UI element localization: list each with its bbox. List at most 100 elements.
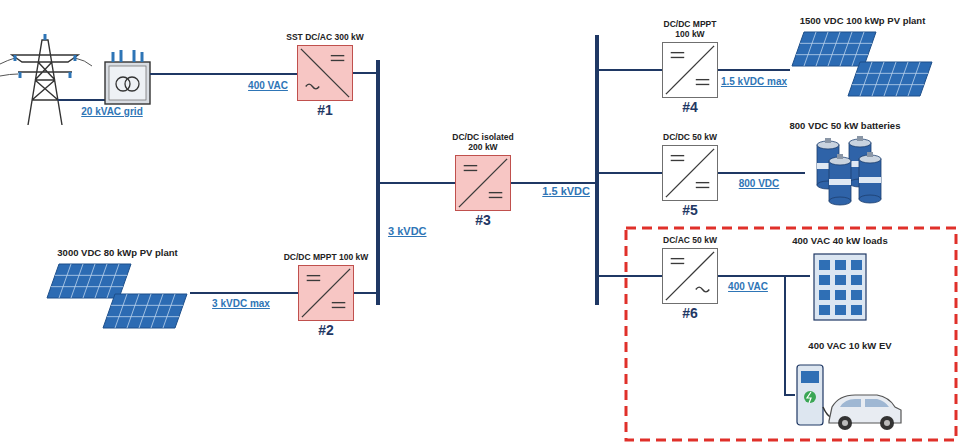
drawing-stroke [331, 60, 345, 61]
drawing-stroke [301, 49, 349, 97]
drawing-stroke [671, 258, 685, 259]
callout-number: #5 [682, 202, 698, 218]
power-line [511, 182, 595, 184]
drawing-stroke [51, 286, 123, 287]
drawing-stroke [696, 79, 710, 80]
callout-number: #2 [318, 322, 334, 338]
drawing-stroke [671, 57, 685, 58]
drawing-stroke [829, 161, 851, 201]
converter-box: DC/DC 50 kW#5 [662, 145, 718, 201]
drawing-stroke [55, 275, 127, 276]
drawing-stroke [852, 32, 864, 66]
drawing-stroke [83, 264, 95, 298]
drawing-stroke [797, 365, 823, 425]
callout-number: #6 [682, 305, 698, 321]
drawing-stroke [489, 192, 503, 193]
node-label: DC/AC 50 kW [663, 236, 717, 246]
drawing-stroke [825, 138, 831, 143]
drawing-stroke [867, 152, 873, 157]
drawing-stroke [790, 30, 935, 98]
node-label: DC/DC MPPT 100 kW [284, 253, 369, 263]
drawing-stroke [848, 62, 932, 96]
drawing-stroke [332, 307, 346, 308]
drawing-stroke [795, 355, 905, 435]
drawing-stroke [819, 305, 830, 315]
drawing-stroke [663, 146, 717, 200]
drawing-stroke [671, 160, 685, 161]
drawing-stroke [696, 287, 710, 292]
drawing-stroke [14, 55, 17, 61]
drawing-stroke [663, 43, 717, 97]
power-line [353, 72, 376, 74]
drawing-stroke [859, 195, 881, 203]
power-line [599, 172, 662, 174]
drawing-stroke [851, 305, 862, 315]
drawing-stroke [19, 72, 22, 78]
node-label: 400 VAC 10 kW EV [808, 341, 891, 352]
drawing-stroke [796, 54, 868, 55]
drawing-stroke [872, 62, 884, 96]
drawing-stroke [115, 294, 127, 328]
drawing-stroke [838, 416, 852, 430]
power-line [354, 292, 376, 294]
drawing-stroke [332, 302, 346, 303]
drawing-stroke [829, 197, 851, 205]
drawing-stroke [671, 52, 685, 53]
power-line [599, 275, 662, 277]
drawing-stroke [125, 77, 139, 91]
callout-number: #1 [317, 102, 333, 118]
drawing-stroke [842, 420, 848, 426]
drawing-stroke [859, 177, 881, 183]
drawing-stroke [103, 294, 187, 328]
power-line [718, 69, 790, 71]
power-line [380, 182, 455, 184]
drawing-stroke [464, 170, 478, 171]
drawing-stroke [801, 371, 819, 383]
drawing-stroke [298, 46, 352, 100]
drawing-stroke [840, 399, 889, 407]
drawing-stroke [12, 40, 78, 125]
drawing-stroke [840, 32, 852, 66]
dc-bus: 1.5 kVDC [595, 35, 599, 305]
power-line [190, 292, 298, 294]
drawing-stroke [331, 55, 345, 56]
node-label: DC/DC isolated 200 kW [447, 133, 519, 153]
drawing-stroke [800, 43, 872, 44]
drawing-stroke [459, 159, 507, 207]
drawing-stroke [163, 294, 175, 328]
pv-plant: 1500 VDC 100 kWp PV plant [790, 30, 935, 98]
dc-bus: 3 kVDC [376, 60, 380, 305]
drawing-stroke [464, 165, 478, 166]
node-label: SST DC/AC 300 kW [286, 33, 363, 43]
drawing-stroke [807, 392, 811, 403]
drawing-stroke [814, 254, 866, 320]
power-line [599, 69, 662, 71]
building-load: 400 VAC 40 kW loads [810, 250, 870, 322]
lv-wire [150, 73, 297, 75]
drawing-stroke [851, 260, 862, 270]
drawing-stroke [299, 266, 353, 320]
drawing-stroke [835, 275, 846, 285]
drawing-stroke [666, 46, 714, 94]
drawing-stroke [307, 275, 321, 276]
drawing-stroke [857, 136, 863, 141]
drawing-stroke [828, 32, 840, 66]
voltage-label: 20 kVAC grid [79, 106, 145, 117]
node-label: 1500 VDC 100 kWp PV plant [800, 16, 926, 27]
grid-pylon [0, 40, 92, 125]
pv-plant: 3000 VDC 80 kWp PV plant [45, 262, 190, 332]
drawing-stroke [139, 294, 151, 328]
drawing-stroke [696, 84, 710, 85]
drawing-stroke [816, 32, 828, 66]
drawing-stroke [59, 264, 71, 298]
drawing-stroke [829, 179, 851, 185]
ev-charger: 400 VAC 10 kW EV [795, 355, 905, 435]
node-label: 400 VAC 40 kW loads [792, 236, 887, 247]
line-voltage-label: 1.5 kVDC max [719, 76, 789, 87]
drawing-stroke [107, 264, 119, 298]
drawing-stroke [884, 420, 890, 426]
grid-wire [58, 99, 105, 101]
bus-voltage-label: 1.5 kVDC [542, 185, 590, 198]
drawing-stroke [95, 264, 107, 298]
